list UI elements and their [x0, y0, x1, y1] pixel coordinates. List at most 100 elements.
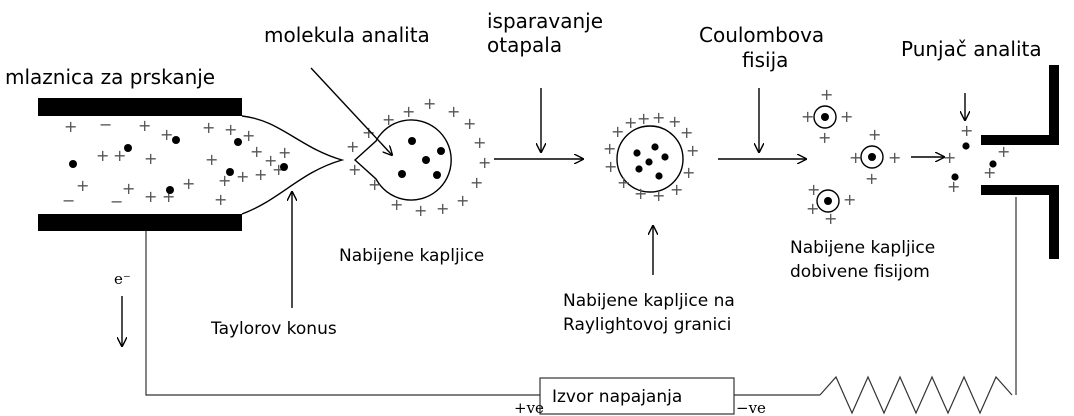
charge-plus: +	[849, 148, 862, 167]
charge-plus: +	[214, 190, 227, 209]
label-fission-droplets-line1: Nabijene kapljice	[790, 238, 935, 258]
charge-plus: +	[138, 116, 151, 135]
analyte-ions: + + + + +	[943, 121, 1010, 196]
inlet-bottom-horizontal	[981, 185, 1058, 195]
charge-plus: +	[820, 85, 833, 104]
label-analyte-charger: Punjač analita	[901, 37, 1042, 61]
charge-plus: +	[382, 110, 395, 129]
charge-plus: +	[686, 141, 699, 160]
rayleigh-droplet: + + + + + + + + + + + + + +	[603, 108, 699, 205]
label-fission-line1: Coulombova	[699, 23, 824, 47]
resistor	[819, 375, 1013, 415]
charge-plus: +	[254, 165, 267, 184]
charge-plus: +	[113, 146, 126, 165]
charge-plus: +	[463, 114, 476, 133]
droplet-outline	[813, 105, 837, 129]
analyte-dot	[962, 142, 970, 150]
process-arrows	[122, 67, 965, 346]
charge-plus: +	[473, 133, 486, 152]
charge-plus: +	[414, 201, 427, 220]
charge-plus: +	[348, 160, 361, 179]
label-evaporation-line2: otapala	[487, 33, 562, 57]
analyte-dot	[422, 156, 430, 164]
charge-plus: +	[807, 180, 820, 199]
circuit-wire-left	[145, 231, 540, 396]
charge-plus: +	[840, 107, 853, 126]
analyte-dot	[433, 171, 441, 179]
charge-plus: +	[617, 173, 630, 192]
droplet-outline	[353, 119, 452, 201]
charge-plus: +	[624, 113, 637, 132]
analyte-dot	[69, 160, 77, 168]
charge-plus: +	[182, 174, 195, 193]
label-power-supply: Izvor napajanja	[552, 387, 682, 407]
spray-nozzle	[38, 98, 345, 231]
charge-plus: +	[652, 108, 665, 127]
charge-plus: +	[983, 163, 996, 182]
charge-plus: +	[346, 137, 359, 156]
label-rayleigh-line2: Raylightovoj granici	[563, 315, 731, 335]
analyte-dot	[398, 170, 406, 178]
analyte-dot	[951, 173, 959, 181]
analyte-dot	[633, 149, 641, 157]
label-taylor-cone: Taylorov konus	[210, 319, 337, 339]
inlet-top-vertical	[1049, 65, 1059, 145]
nozzle-top-wall	[38, 98, 242, 116]
label-fission-droplets-line2: dobivene fisijom	[790, 262, 930, 282]
label-minus-ve: −ve	[736, 399, 766, 416]
charge-plus: +	[144, 149, 157, 168]
charge-plus: +	[144, 187, 157, 206]
charge-plus: +	[122, 179, 135, 198]
fission-droplets: + + + + + + + + + + + +	[801, 85, 901, 228]
analyte-dot	[280, 163, 288, 171]
droplet-outline	[860, 145, 884, 169]
charge-plus: +	[436, 199, 449, 218]
label-analyte-molecule: molekula analita	[264, 23, 430, 47]
charge-plus: +	[202, 118, 215, 137]
charge-plus: +	[670, 180, 683, 199]
inlet-top-horizontal	[981, 135, 1058, 145]
label-nozzle: mlaznica za prskanje	[5, 65, 215, 89]
label-charged-droplets: Nabijene kapljice	[339, 246, 484, 266]
charge-plus: +	[604, 157, 617, 176]
charge-plus: +	[278, 143, 291, 162]
label-rayleigh-line1: Nabijene kapljice na	[563, 291, 735, 311]
nozzle-contents: + − + + + + + + + + + + + + + + + + + + …	[62, 115, 291, 211]
analyte-dot	[824, 197, 832, 205]
analyte-dot	[172, 136, 180, 144]
charge-plus: +	[456, 191, 469, 210]
charge-plus: +	[680, 123, 693, 142]
fission-droplet-middle: + + + +	[849, 125, 901, 188]
charge-plus: +	[843, 190, 856, 209]
nozzle-bottom-wall	[38, 214, 242, 231]
charge-plus: +	[947, 177, 960, 196]
charge-plus: +	[470, 173, 483, 192]
power-supply-box	[539, 377, 735, 415]
charge-plus: +	[76, 176, 89, 195]
fission-droplet-bottom: + + + +	[806, 180, 856, 228]
label-evaporation-line1: isparavanje	[487, 9, 603, 33]
charge-plus: +	[865, 169, 878, 188]
charge-plus: +	[250, 142, 263, 161]
analyte-dot	[868, 153, 876, 161]
charge-plus: +	[447, 102, 460, 121]
charge-plus: +	[205, 150, 218, 169]
analyte-dot	[645, 158, 653, 166]
charge-plus: +	[868, 125, 881, 144]
analyte-dot	[651, 143, 659, 151]
charge-plus: +	[478, 153, 491, 172]
electric-circuit	[145, 197, 1017, 415]
charge-minus: −	[110, 192, 123, 211]
analyte-dot	[655, 172, 663, 180]
fission-droplet-top: + + + +	[801, 85, 853, 147]
charged-droplet: + + + + + + + + + + + + + + + +	[346, 94, 491, 220]
inlet-bottom-vertical	[1049, 185, 1059, 259]
charge-plus: +	[218, 171, 231, 190]
charge-plus: +	[888, 148, 901, 167]
label-electron: e⁻	[114, 270, 131, 288]
charge-plus: +	[264, 151, 277, 170]
charge-plus: +	[634, 184, 647, 203]
charge-plus: +	[242, 126, 255, 145]
label-plus-ve: +ve	[514, 399, 544, 416]
